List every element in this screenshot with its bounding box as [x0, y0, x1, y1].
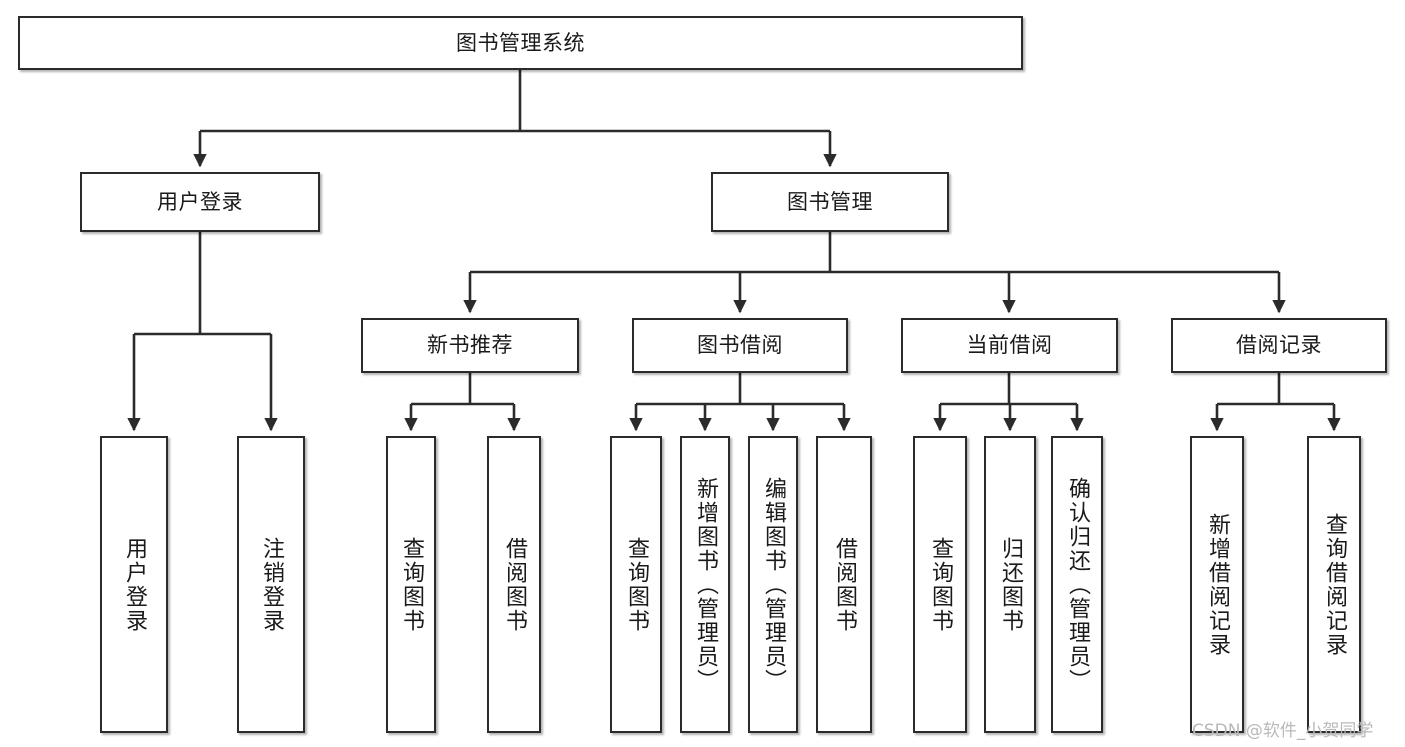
node-leaf-borrow-book-1-label: 借阅图书: [502, 536, 527, 633]
node-leaf-query-book-2[interactable]: 查询图书: [610, 436, 662, 733]
node-leaf-borrow-book-1[interactable]: 借阅图书: [487, 436, 541, 733]
node-book-borrow[interactable]: 图书借阅: [632, 318, 848, 373]
node-user-login[interactable]: 用户登录: [80, 172, 320, 232]
node-current-borrow[interactable]: 当前借阅: [901, 318, 1118, 373]
node-leaf-add-record[interactable]: 新增借阅记录: [1190, 436, 1244, 733]
node-book-borrow-label: 图书借阅: [697, 333, 783, 358]
node-leaf-add-book-label: 新增图书（管理员）: [693, 476, 718, 693]
node-new-book-recommend-label: 新书推荐: [427, 333, 513, 358]
node-leaf-confirm-return[interactable]: 确认归还（管理员）: [1051, 436, 1103, 733]
node-root[interactable]: 图书管理系统: [18, 16, 1023, 70]
node-book-manage[interactable]: 图书管理: [711, 172, 949, 232]
node-leaf-add-record-label: 新增借阅记录: [1205, 512, 1230, 657]
node-leaf-borrow-book-2-label: 借阅图书: [832, 536, 857, 633]
node-user-login-label: 用户登录: [157, 189, 243, 214]
node-leaf-query-book-1[interactable]: 查询图书: [386, 436, 436, 733]
node-leaf-return-book[interactable]: 归还图书: [984, 436, 1036, 733]
node-book-manage-label: 图书管理: [787, 189, 873, 214]
node-leaf-add-book[interactable]: 新增图书（管理员）: [680, 436, 730, 733]
node-leaf-confirm-return-label: 确认归还（管理员）: [1065, 476, 1090, 693]
csdn-watermark: CSDN @软件_小贺同学: [1192, 721, 1374, 741]
node-leaf-query-book-1-label: 查询图书: [399, 536, 424, 633]
node-leaf-return-book-label: 归还图书: [998, 536, 1023, 633]
node-leaf-user-login[interactable]: 用户登录: [100, 436, 168, 733]
node-leaf-borrow-book-2[interactable]: 借阅图书: [816, 436, 872, 733]
node-borrow-record-label: 借阅记录: [1236, 333, 1322, 358]
node-leaf-logout-label: 注销登录: [259, 536, 284, 633]
node-leaf-query-book-3-label: 查询图书: [928, 536, 953, 633]
node-current-borrow-label: 当前借阅: [966, 333, 1053, 358]
node-borrow-record[interactable]: 借阅记录: [1171, 318, 1387, 373]
node-leaf-edit-book[interactable]: 编辑图书（管理员）: [748, 436, 798, 733]
node-leaf-user-login-label: 用户登录: [122, 536, 147, 633]
node-leaf-query-book-2-label: 查询图书: [624, 536, 649, 633]
node-new-book-recommend[interactable]: 新书推荐: [361, 318, 579, 373]
node-leaf-logout[interactable]: 注销登录: [237, 436, 305, 733]
node-leaf-query-record-label: 查询借阅记录: [1322, 512, 1347, 657]
node-leaf-query-record[interactable]: 查询借阅记录: [1307, 436, 1361, 733]
node-root-label: 图书管理系统: [456, 30, 585, 55]
node-leaf-query-book-3[interactable]: 查询图书: [913, 436, 967, 733]
node-leaf-edit-book-label: 编辑图书（管理员）: [761, 476, 786, 693]
